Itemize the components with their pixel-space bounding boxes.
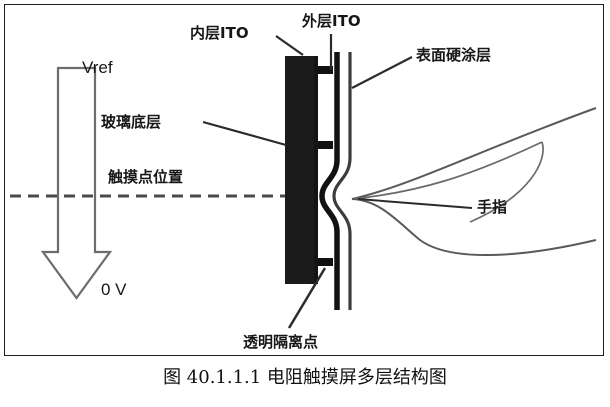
leader-hard-coat bbox=[351, 56, 413, 89]
leader-spacer bbox=[287, 267, 327, 329]
touchscreen-cross-section-diagram bbox=[10, 34, 597, 329]
leader-inner-ito bbox=[275, 35, 304, 56]
label-touch-point-position: 触摸点位置 bbox=[108, 168, 184, 186]
spacer-dot bbox=[318, 258, 333, 266]
figure-caption: 图 40.1.1.1 电阻触摸屏多层结构图 bbox=[163, 367, 447, 388]
leader-glass bbox=[202, 120, 287, 147]
label-spacer-dots: 透明隔离点 bbox=[243, 333, 319, 351]
hard-coat-layer bbox=[332, 52, 352, 310]
spacer-dot bbox=[318, 141, 333, 149]
label-vref: Vref bbox=[82, 58, 113, 77]
spacer-dots-group bbox=[318, 66, 333, 266]
glass-substrate-layer bbox=[285, 56, 314, 284]
label-zero-volt: 0 V bbox=[101, 280, 127, 299]
label-hard-coat: 表面硬涂层 bbox=[416, 46, 492, 64]
label-inner-ito: 内层ITO bbox=[190, 24, 249, 42]
voltage-gradient-arrow bbox=[40, 66, 113, 300]
leader-finger bbox=[357, 198, 473, 209]
label-glass-substrate: 玻璃底层 bbox=[101, 113, 162, 131]
finger-outline bbox=[351, 107, 597, 256]
inner-ito-layer bbox=[314, 56, 318, 284]
spacer-dot bbox=[318, 66, 333, 74]
label-outer-ito: 外层ITO bbox=[302, 12, 361, 30]
leader-lines bbox=[202, 34, 473, 329]
outer-ito-layer bbox=[319, 52, 340, 310]
label-finger: 手指 bbox=[477, 198, 508, 216]
